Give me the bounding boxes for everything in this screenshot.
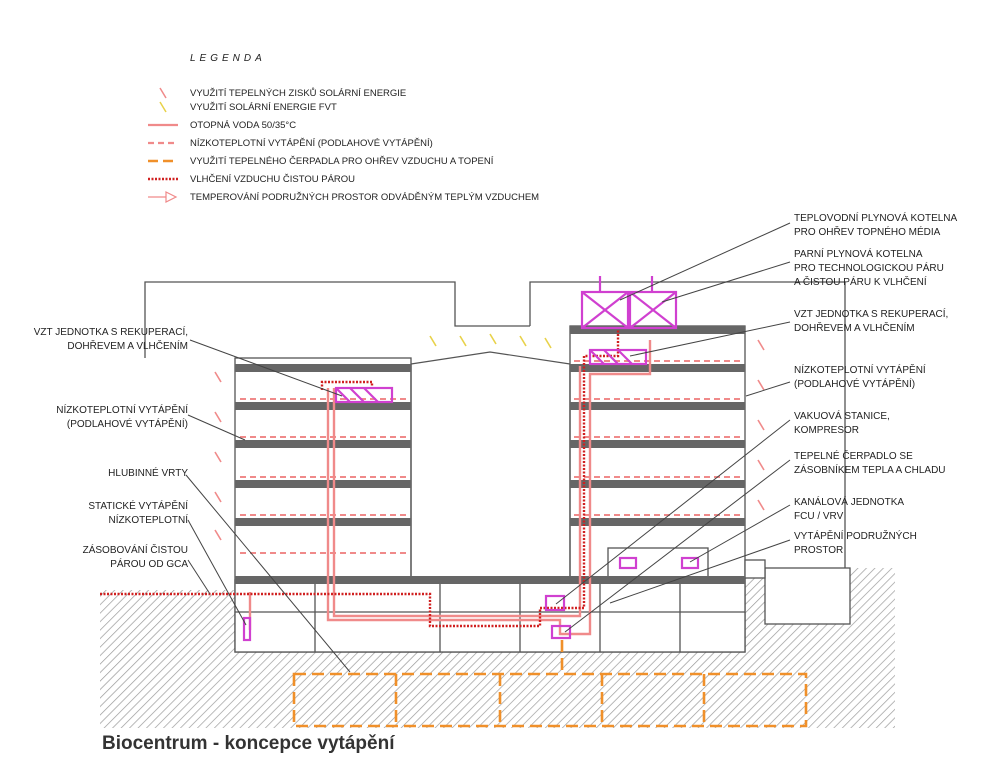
label-heat-pump: TEPELNÉ ČERPADLO SE ZÁSOBNÍKEM TEPLA A C…	[794, 450, 946, 478]
label-line: VYTÁPĚNÍ PODRUŽNÝCH	[794, 531, 917, 542]
label-line: TEPELNÉ ČERPADLO SE	[794, 451, 913, 462]
label-line: VZT JEDNOTKA S REKUPERACÍ,	[794, 309, 949, 320]
label-steam-boiler: PARNÍ PLYNOVÁ KOTELNA PRO TECHNOLOGICKOU…	[794, 248, 944, 290]
legend-item: OTOPNÁ VODA 50/35°C	[148, 118, 296, 132]
label-line: (PODLAHOVÉ VYTÁPĚNÍ)	[66, 419, 188, 430]
legend-label: VYUŽITÍ TEPELNÉHO ČERPADLA PRO OHŘEV VZD…	[190, 155, 494, 167]
label-steam-supply: ZÁSOBOVÁNÍ ČISTOU PÁROU OD GCA	[83, 544, 188, 572]
label-line: DOHŘEVEM A VLHČENÍM	[794, 323, 915, 334]
floor-heating-lines	[240, 360, 742, 554]
legend-item: VYUŽITÍ TEPELNÝCH ZISKŮ SOLÁRNÍ ENERGIE	[148, 86, 406, 100]
dashed-line-icon	[148, 159, 178, 163]
label-line: DOHŘEVEM A VLHČENÍM	[67, 341, 188, 352]
leader-lines	[185, 222, 791, 673]
label-line: VAKUOVÁ STANICE,	[794, 411, 890, 422]
building-structure	[144, 281, 851, 653]
label-line: ZÁSOBOVÁNÍ ČISTOU	[82, 545, 188, 556]
legend-label: VYUŽITÍ TEPELNÝCH ZISKŮ SOLÁRNÍ ENERGIE	[190, 87, 407, 99]
legend-label: VLHČENÍ VZDUCHU ČISTOU PÁROU	[190, 173, 356, 185]
label-line: ZÁSOBNÍKEM TEPLA A CHLADU	[794, 465, 946, 476]
label-line: PROSTOR	[794, 545, 844, 556]
floor-slabs	[235, 326, 745, 584]
label-floor-heating-left: NÍZKOTEPLOTNÍ VYTÁPĚNÍ (PODLAHOVÉ VYTÁPĚ…	[56, 404, 188, 432]
label-secondary-heating: VYTÁPĚNÍ PODRUŽNÝCH PROSTOR	[794, 530, 917, 558]
legend-item: VYUŽITÍ TEPELNÉHO ČERPADLA PRO OHŘEV VZD…	[148, 154, 493, 168]
label-ahu-right: VZT JEDNOTKA S REKUPERACÍ, DOHŘEVEM A VL…	[794, 308, 948, 336]
ahu-right-icon	[588, 348, 648, 366]
label-boreholes: HLUBINNÉ VRTY	[108, 467, 188, 481]
dashed-line-icon	[148, 141, 178, 145]
label-line: STATICKÉ VYTÁPĚNÍ	[88, 501, 188, 512]
label-floor-heating-right: NÍZKOTEPLOTNÍ VYTÁPĚNÍ (PODLAHOVÉ VYTÁPĚ…	[794, 364, 926, 392]
legend-item: VLHČENÍ VZDUCHU ČISTOU PÁROU	[148, 172, 355, 186]
legend-label: VYUŽITÍ SOLÁRNÍ ENERGIE FVT	[190, 101, 337, 113]
label-vacuum-station: VAKUOVÁ STANICE, KOMPRESOR	[794, 410, 890, 438]
legend-item: TEMPEROVÁNÍ PODRUŽNÝCH PROSTOR ODVÁDĚNÝM…	[148, 190, 539, 204]
equipment	[242, 276, 700, 642]
label-line: A ČISTOU PÁRU K VLHČENÍ	[794, 277, 927, 288]
label-line: (PODLAHOVÉ VYTÁPĚNÍ)	[794, 379, 916, 390]
legend-item: NÍZKOTEPLOTNÍ VYTÁPĚNÍ (PODLAHOVÉ VYTÁPĚ…	[148, 136, 433, 150]
label-line: TEPLOVODNÍ PLYNOVÁ KOTELNA	[794, 213, 958, 224]
label-line: FCU / VRV	[794, 511, 844, 522]
fcu-unit-2-icon	[680, 556, 700, 570]
ground-hatch	[100, 568, 895, 728]
label-line: PRO TECHNOLOGICKOU PÁRU	[794, 263, 944, 274]
heat-pump-icon	[550, 624, 572, 640]
solid-line-icon	[148, 123, 178, 127]
legend-item: VYUŽITÍ SOLÁRNÍ ENERGIE FVT	[148, 100, 337, 114]
label-line: NÍZKOTEPLOTNÍ	[108, 515, 188, 526]
label-line: PARNÍ PLYNOVÁ KOTELNA	[794, 249, 923, 260]
diagram-caption: Biocentrum - koncepce vytápění	[102, 733, 395, 754]
solar-thermal-arrows	[214, 339, 765, 541]
legend-title: LEGENDA	[190, 53, 266, 64]
hot-water-boiler-icon	[580, 276, 630, 330]
label-line: HLUBINNÉ VRTY	[108, 468, 188, 479]
borehole-field	[292, 640, 808, 728]
fcu-unit-icon	[618, 556, 638, 570]
outline-arrow-icon	[148, 191, 178, 203]
label-hot-water-boiler: TEPLOVODNÍ PLYNOVÁ KOTELNA PRO OHŘEV TOP…	[794, 212, 957, 240]
label-ahu-left: VZT JEDNOTKA S REKUPERACÍ, DOHŘEVEM A VL…	[34, 326, 188, 354]
solar-pv-arrows	[429, 333, 552, 349]
label-line: KOMPRESOR	[794, 425, 860, 436]
steam-boiler-icon	[628, 276, 678, 330]
legend-label: OTOPNÁ VODA 50/35°C	[190, 119, 297, 131]
static-heater-icon	[242, 616, 252, 642]
label-static-heating: STATICKÉ VYTÁPĚNÍ NÍZKOTEPLOTNÍ	[88, 500, 188, 528]
label-line: PÁROU OD GCA	[110, 559, 188, 570]
ahu-left-icon	[334, 386, 394, 404]
label-line: PRO OHŘEV TOPNÉHO MÉDIA	[794, 227, 941, 238]
legend-label: TEMPEROVÁNÍ PODRUŽNÝCH PROSTOR ODVÁDĚNÝM…	[190, 191, 540, 203]
label-line: NÍZKOTEPLOTNÍ VYTÁPĚNÍ	[794, 365, 926, 376]
solar-pv-arrow-icon	[159, 101, 167, 113]
legend-label: NÍZKOTEPLOTNÍ VYTÁPĚNÍ (PODLAHOVÉ VYTÁPĚ…	[190, 137, 433, 149]
label-line: VZT JEDNOTKA S REKUPERACÍ,	[33, 327, 188, 338]
label-line: NÍZKOTEPLOTNÍ VYTÁPĚNÍ	[56, 405, 188, 416]
label-fcu: KANÁLOVÁ JEDNOTKA FCU / VRV	[794, 496, 904, 524]
dotted-line-icon	[148, 177, 178, 181]
solar-thermal-arrow-icon	[159, 87, 167, 99]
label-line: KANÁLOVÁ JEDNOTKA	[794, 497, 905, 508]
steam-lines	[100, 330, 620, 628]
vacuum-station-icon	[544, 594, 566, 612]
